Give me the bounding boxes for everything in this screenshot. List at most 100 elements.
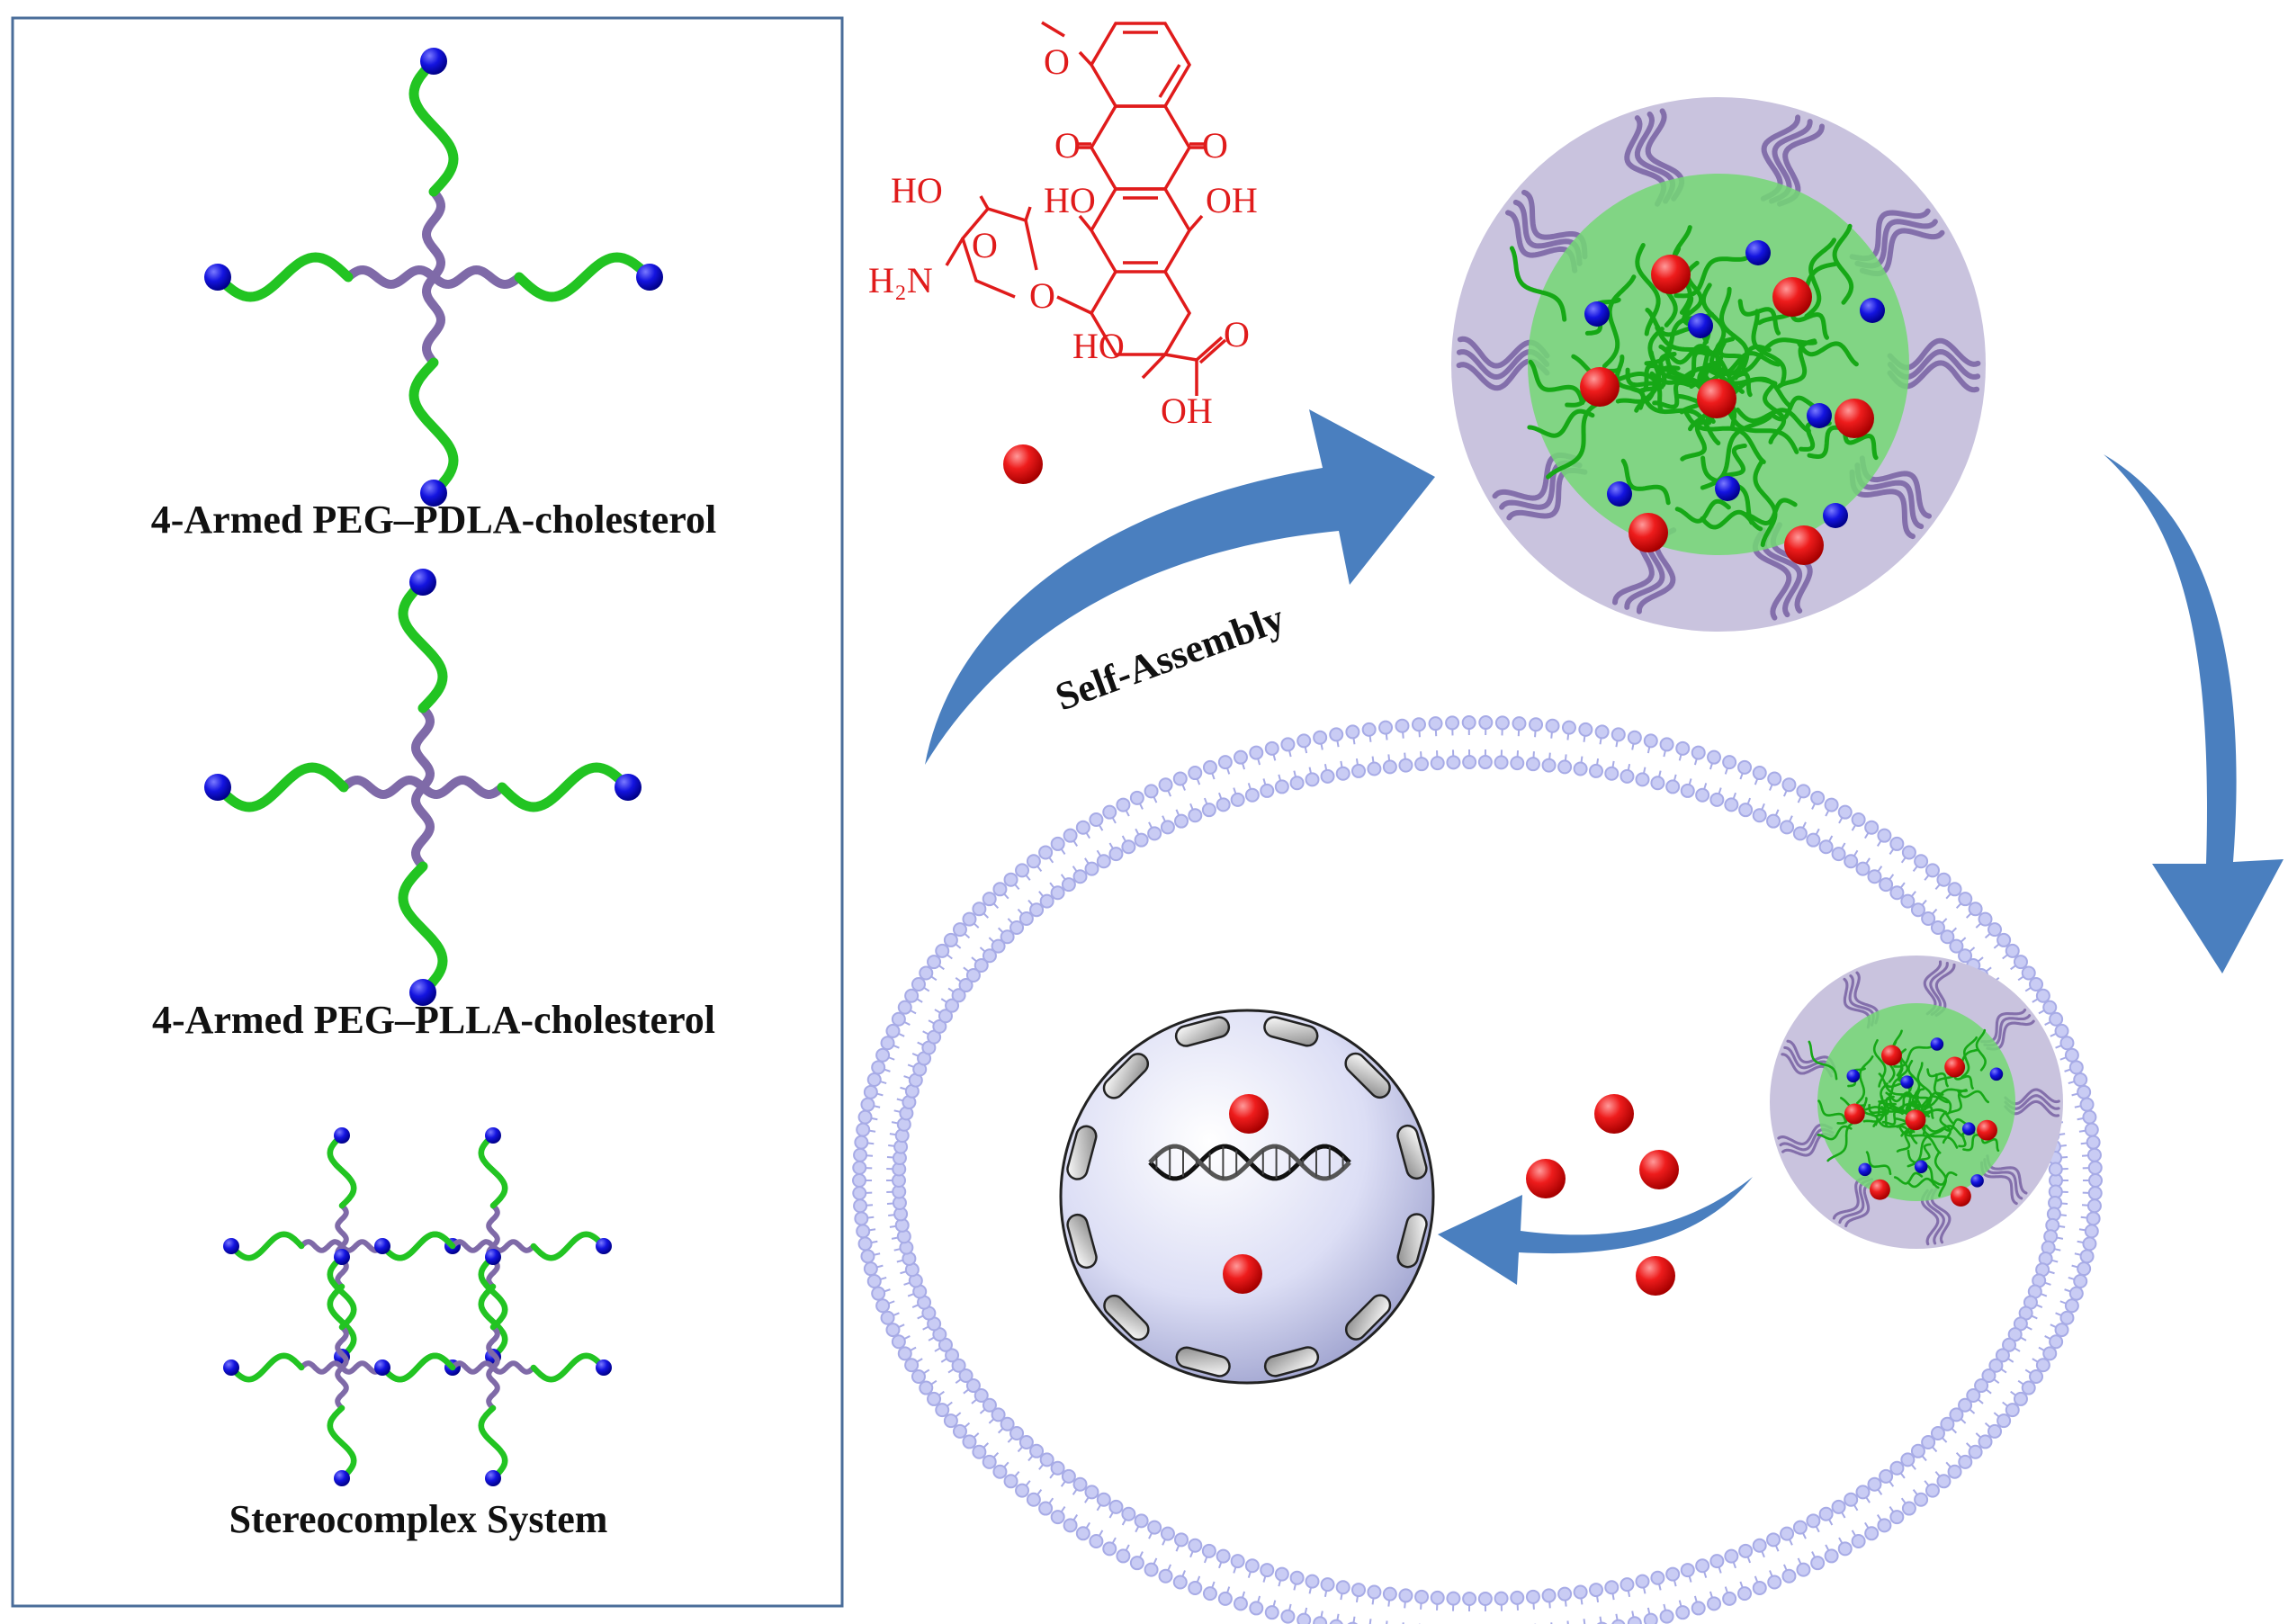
lipid-head bbox=[935, 943, 950, 958]
lipid-head bbox=[958, 1368, 974, 1383]
peg-segment bbox=[530, 1352, 607, 1383]
lipid-head bbox=[1824, 1548, 1839, 1564]
lipid-head bbox=[2068, 1060, 2084, 1075]
lipid-head bbox=[1864, 820, 1880, 835]
peg-chain bbox=[1637, 351, 1677, 394]
lipid-head bbox=[1313, 1616, 1328, 1624]
doxorubicin-atom-labels: O O O HO HO OH H₂N O O HO O OH bbox=[868, 41, 1258, 431]
lipid-head bbox=[1588, 763, 1603, 778]
free-drug-particle bbox=[1003, 444, 1043, 484]
lipid-head bbox=[1351, 1583, 1367, 1598]
lipid-head bbox=[1003, 1474, 1018, 1489]
lipid-head bbox=[1000, 929, 1015, 945]
cholesterol-end bbox=[485, 1127, 501, 1144]
encapsulated-drug bbox=[1844, 1103, 1865, 1125]
lipid-head bbox=[1201, 1543, 1216, 1558]
lipid-head bbox=[1039, 1452, 1054, 1467]
atom-glycosidic-o: O bbox=[1029, 275, 1055, 316]
lipid-head bbox=[1000, 1416, 1015, 1431]
lipid-head bbox=[1249, 745, 1264, 760]
peg-chain bbox=[1527, 408, 1595, 438]
pla-segment bbox=[450, 1360, 496, 1375]
nuclear-pore bbox=[1263, 1016, 1319, 1047]
peg-chain bbox=[1961, 1036, 1978, 1079]
lipid-head bbox=[1411, 717, 1426, 732]
lipid-head bbox=[1320, 1577, 1335, 1593]
lipid-head bbox=[1889, 885, 1905, 901]
lipid-head bbox=[1063, 828, 1078, 843]
cholesterol-end bbox=[204, 774, 231, 801]
cholesterol-end bbox=[334, 1470, 350, 1486]
lipid-head bbox=[1709, 1554, 1725, 1569]
lipid-head bbox=[974, 1387, 989, 1403]
nuclear-pore bbox=[1103, 1294, 1150, 1341]
stereo-star bbox=[374, 1127, 612, 1365]
lipid-head bbox=[1675, 740, 1691, 756]
self-assembly-label: Self-Assembly bbox=[1050, 596, 1290, 719]
lipid-head bbox=[1320, 768, 1335, 784]
lipid-head bbox=[1974, 1378, 1989, 1394]
cholesterol-end bbox=[334, 1127, 350, 1144]
peg-chain bbox=[1546, 398, 1607, 480]
lipid-head bbox=[1144, 1562, 1159, 1577]
peg-chain bbox=[1881, 1110, 1903, 1126]
lipid-head bbox=[1889, 1460, 1905, 1476]
pla-segment bbox=[335, 1203, 349, 1249]
lipid-head bbox=[1855, 1485, 1871, 1500]
lipid-head bbox=[2054, 1323, 2069, 1338]
lipid-head bbox=[2059, 1310, 2075, 1325]
peg-chain bbox=[1868, 1103, 1889, 1127]
lipid-head bbox=[1329, 1619, 1343, 1624]
lipid-head bbox=[938, 1337, 953, 1352]
lipid-head bbox=[1188, 766, 1203, 781]
lipid-head bbox=[1305, 1574, 1320, 1589]
peg-chain bbox=[1842, 428, 1879, 461]
lipid-head bbox=[1026, 854, 1041, 869]
lipid-head bbox=[1958, 948, 1973, 964]
lipid-head bbox=[2086, 1135, 2101, 1150]
lipid-head bbox=[1627, 1616, 1642, 1624]
peg-chain bbox=[1751, 309, 1787, 387]
lipid-head bbox=[2079, 1249, 2095, 1264]
lipid-head bbox=[1737, 759, 1753, 775]
lipid-head bbox=[854, 1211, 869, 1226]
peg-chain bbox=[1914, 1102, 1955, 1126]
lipid-head bbox=[1395, 718, 1410, 733]
lipid-head bbox=[1061, 877, 1076, 893]
lipid-head bbox=[938, 1009, 953, 1024]
peg-chain bbox=[1926, 1068, 1949, 1088]
lipid-head bbox=[1987, 922, 2003, 938]
peg-segment bbox=[212, 252, 354, 302]
lipid-head bbox=[1108, 847, 1124, 862]
lipid-head bbox=[1026, 1492, 1041, 1507]
lipid-head bbox=[891, 1011, 906, 1027]
lipid-head bbox=[1940, 1416, 1955, 1431]
cell-nucleus bbox=[1059, 1009, 1435, 1385]
lipid-head bbox=[1851, 812, 1866, 828]
peg-chain bbox=[1718, 340, 1745, 381]
lipid-head bbox=[1244, 1558, 1260, 1574]
lipid-head bbox=[1445, 715, 1460, 731]
peg-chain bbox=[1817, 1099, 1847, 1124]
lipid-head bbox=[2077, 1261, 2092, 1277]
lipid-head bbox=[1738, 1543, 1754, 1558]
pla-segment bbox=[418, 775, 507, 800]
peg-chain bbox=[1620, 458, 1671, 506]
atom-terminal-oh: OH bbox=[1161, 390, 1213, 431]
lipid-head bbox=[1329, 727, 1344, 742]
lipid-head bbox=[927, 1391, 942, 1406]
large-micelle bbox=[1451, 97, 1986, 632]
lipid-head bbox=[1594, 724, 1610, 740]
lipid-head bbox=[1134, 832, 1149, 848]
encapsulated-drug bbox=[1950, 1186, 1971, 1207]
lipid-head bbox=[1792, 1520, 1808, 1535]
lipid-head bbox=[1280, 737, 1296, 752]
atom-sugar-ho-top: HO bbox=[891, 170, 943, 211]
lipid-head bbox=[1510, 756, 1525, 771]
encapsulated-drug bbox=[1977, 1119, 1997, 1141]
lipid-head bbox=[1147, 826, 1162, 841]
lipid-head bbox=[962, 911, 977, 927]
lipid-head bbox=[853, 1147, 868, 1162]
lipid-head bbox=[2084, 1122, 2099, 1137]
lipid-head bbox=[1428, 716, 1443, 731]
